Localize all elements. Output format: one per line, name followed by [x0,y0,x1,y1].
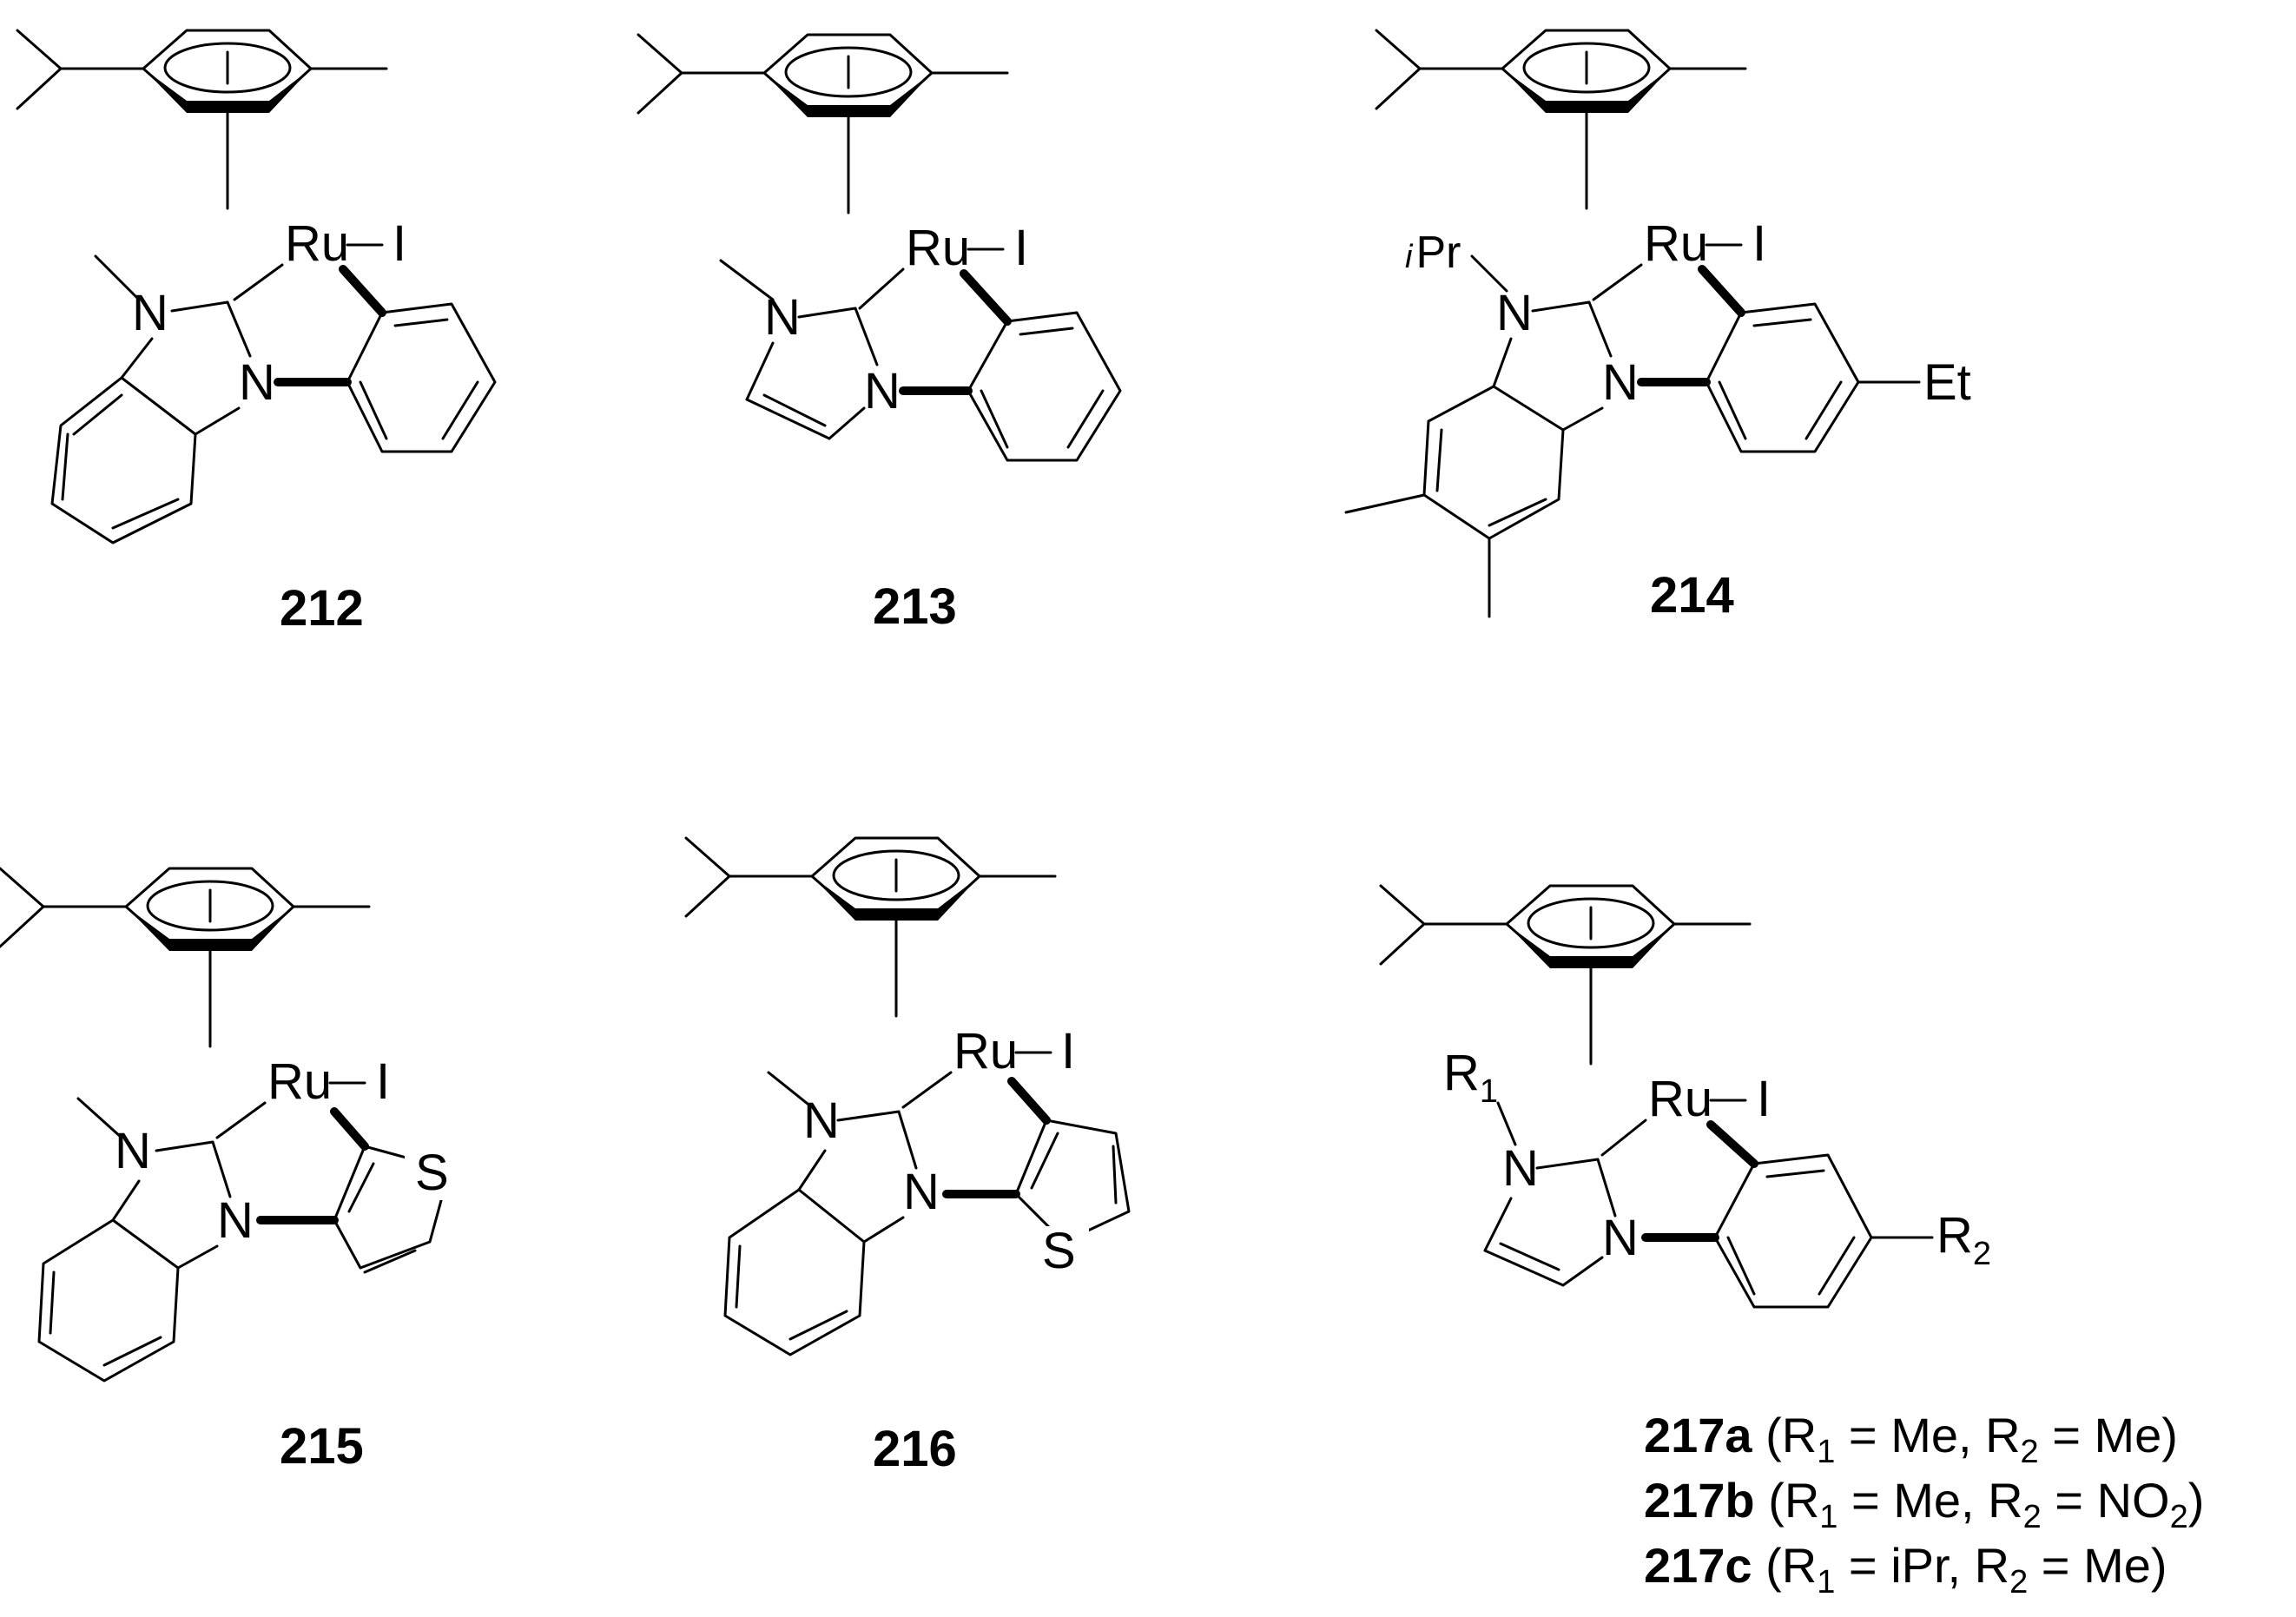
ru-atom: Ru [1644,215,1708,272]
ru-atom: Ru [267,1053,332,1110]
ru-atom: Ru [953,1023,1018,1079]
r2-label: R2 [1936,1207,1991,1272]
compound-id: 213 [873,578,957,635]
compound-213: Ru I N N 213 [637,33,1122,635]
ru-atom: Ru [906,220,970,276]
nitrogen-atom: N [864,363,901,419]
compound-216: Ru I N N S 216 [684,836,1131,1477]
compound-217: Ru I N R1 N R2 [1379,884,1991,1309]
nitrogen-atom: N [1496,285,1533,341]
compound-212: Ru I N N 212 [16,29,497,637]
ethyl-label: Et [1923,354,1971,411]
isopropyl-label: iPr [1405,228,1461,278]
nitrogen-atom: N [115,1123,151,1179]
iodide-atom: I [376,1053,390,1110]
iodide-atom: I [1757,1071,1771,1127]
nitrogen-atom: N [1602,1210,1639,1266]
r1-label: R1 [1443,1045,1498,1110]
iodide-atom: I [1014,220,1028,276]
compound-id: 216 [873,1421,957,1477]
iodide-atom: I [1752,215,1766,272]
legend-line-217c: 217c (R1 = iPr, R2 = Me) [1644,1538,2167,1600]
sulfur-atom: S [1042,1223,1076,1279]
nitrogen-atom: N [803,1092,840,1149]
substituent-legend: 217a (R1 = Me, R2 = Me) 217b (R1 = Me, R… [1644,1408,2204,1600]
nitrogen-atom: N [217,1192,254,1249]
sulfur-atom: S [415,1145,449,1201]
iodide-atom: I [1061,1023,1075,1079]
compound-215: Ru I N N S 215 [0,867,457,1475]
nitrogen-atom: N [1602,354,1639,411]
nitrogen-atom: N [903,1164,940,1220]
compound-id: 212 [280,580,364,637]
ru-atom: Ru [285,215,349,272]
ru-atom: Ru [1648,1071,1712,1127]
compound-id: 215 [280,1418,364,1475]
iodide-atom: I [393,215,406,272]
nitrogen-atom: N [239,354,275,411]
nitrogen-atom: N [1502,1140,1539,1197]
nitrogen-atom: N [132,285,168,341]
compound-214: Ru I N iPr N Et 214 [1344,29,1971,624]
legend-line-217a: 217a (R1 = Me, R2 = Me) [1644,1408,2178,1470]
legend-line-217b: 217b (R1 = Me, R2 = NO2) [1644,1473,2204,1535]
compound-id: 214 [1650,567,1734,624]
